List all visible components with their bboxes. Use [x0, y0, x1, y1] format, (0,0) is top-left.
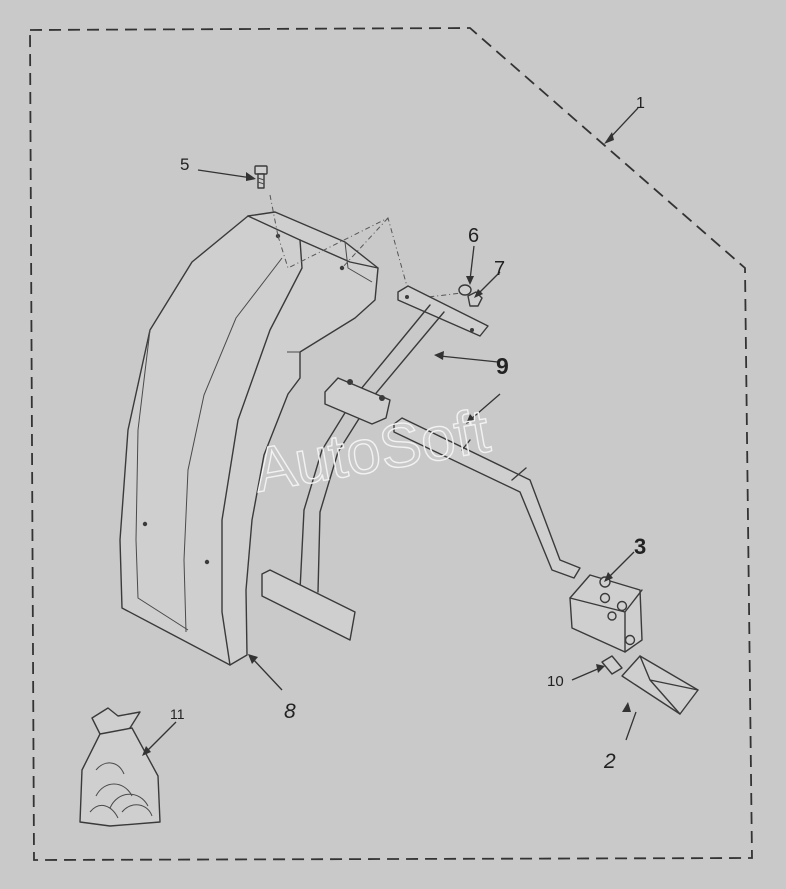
callout-3: 3 — [634, 534, 646, 559]
kit-boundary — [29, 27, 753, 861]
washer — [458, 284, 472, 296]
callout-6: 6 — [468, 225, 479, 247]
callout-7: 7 — [494, 258, 505, 280]
callout-1: 1 — [636, 95, 645, 112]
callout-2: 2 — [603, 750, 616, 773]
mudguard — [119, 211, 379, 666]
callout-11: 11 — [170, 706, 185, 722]
callout-10: 10 — [547, 673, 564, 690]
mounting-bracket — [261, 285, 581, 641]
alignment-lines — [269, 194, 471, 299]
arrowheads — [142, 132, 631, 756]
bolt-small — [601, 655, 623, 675]
fastener-bag — [79, 707, 161, 827]
bolt — [254, 165, 268, 189]
callout-8: 8 — [284, 700, 296, 723]
clamp-assembly — [569, 574, 643, 653]
support-plate — [621, 655, 699, 715]
callout-5: 5 — [180, 155, 189, 174]
leader-lines — [145, 107, 639, 753]
callout-9: 9 — [496, 353, 509, 379]
